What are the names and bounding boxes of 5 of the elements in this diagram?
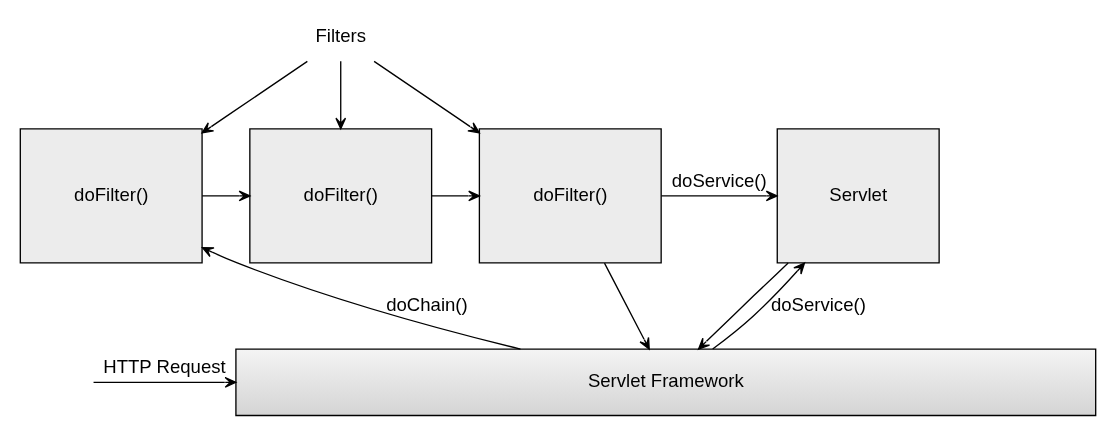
edge-label: doService() — [770, 293, 866, 315]
edge-label: HTTP Request — [103, 356, 226, 378]
node-text: Filters — [315, 25, 366, 47]
edge-label: doChain() — [386, 293, 468, 315]
edge-label: doService() — [671, 169, 767, 191]
